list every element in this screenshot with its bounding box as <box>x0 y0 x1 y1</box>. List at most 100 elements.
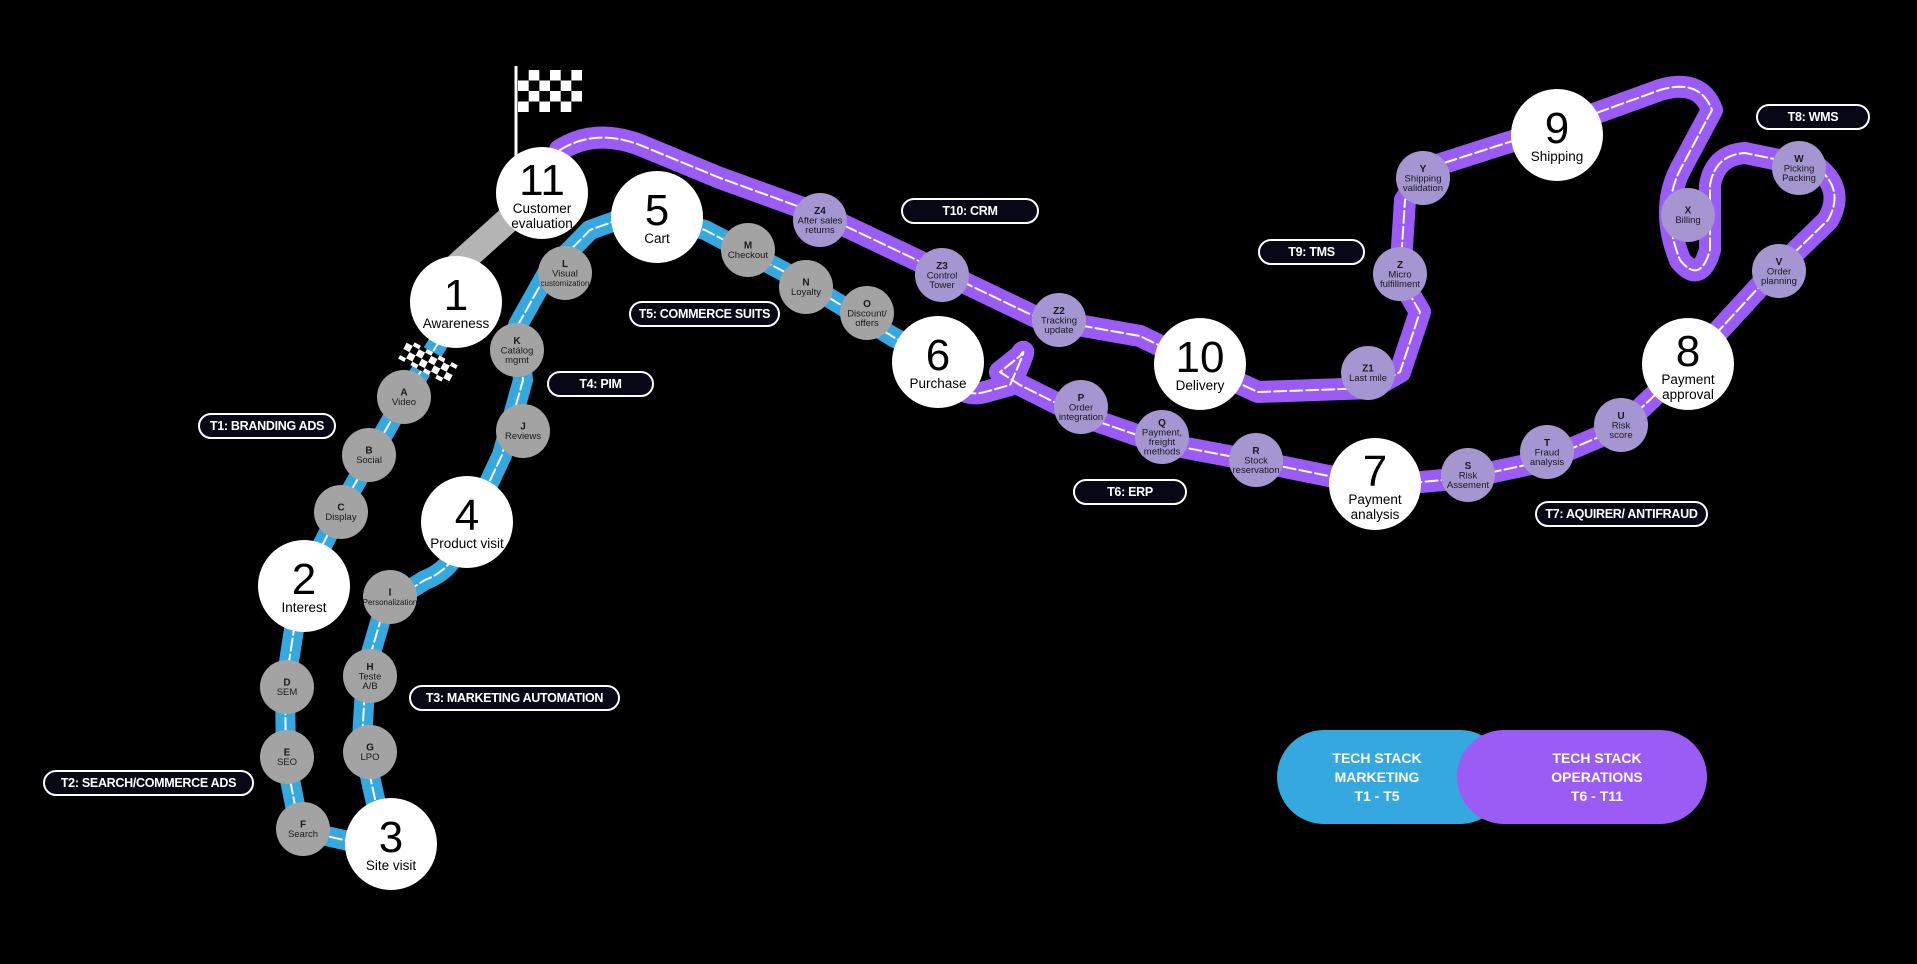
stop-label: After sales <box>798 215 843 226</box>
stop-label: Order <box>1767 266 1791 277</box>
stop-label: Catálog <box>501 345 534 356</box>
stop-circle <box>343 725 397 779</box>
stop-circle <box>779 260 833 314</box>
stop-label: Discount/ <box>847 308 887 319</box>
stop-label: SEO <box>277 757 297 768</box>
stop-label: Assement <box>1447 480 1490 491</box>
stop-label: analysis <box>1530 457 1565 468</box>
stop-code: Z2 <box>1053 306 1065 317</box>
milestone-circle <box>496 147 588 239</box>
stop-code: C <box>337 503 344 514</box>
milestone-circle <box>1511 89 1603 181</box>
stop-code: G <box>366 743 374 754</box>
stop-label: Social <box>356 455 382 466</box>
stop-label: update <box>1044 325 1073 336</box>
milestone-number: 11 <box>519 156 565 205</box>
milestone-number: 6 <box>926 331 950 380</box>
stop-code: A <box>400 388 407 399</box>
stop-circle <box>1032 293 1086 347</box>
stop-circle <box>1396 151 1450 205</box>
stop-circle <box>377 370 431 424</box>
stop-code: Q <box>1158 418 1166 429</box>
milestone-circle <box>1154 318 1246 410</box>
stop-circle <box>840 286 894 340</box>
stop-code: R <box>1252 446 1260 457</box>
stop-label: Teste <box>359 671 382 682</box>
stop-circle <box>260 730 314 784</box>
legend-marketing-line: TECH STACK <box>1332 749 1422 766</box>
stop-label: Fraud <box>1535 447 1560 458</box>
milestone-number: 2 <box>292 555 316 604</box>
stop-label: LPO <box>360 752 379 763</box>
stop-label: Packing <box>1782 173 1816 184</box>
stop-code: M <box>744 241 752 252</box>
stop-code: T <box>1544 438 1550 449</box>
stop-label: Personalization <box>363 598 418 607</box>
stop-label: returns <box>805 225 835 236</box>
stop-label: Reviews <box>505 431 541 442</box>
stop-circle <box>314 485 368 539</box>
stop-code: E <box>284 748 291 759</box>
milestone-label: Awareness <box>423 316 490 331</box>
stop-circle <box>363 570 417 624</box>
stop-code: J <box>520 422 526 433</box>
stop-circle <box>1135 410 1189 464</box>
stop-label: methods <box>1144 447 1181 458</box>
stop-label: planning <box>1761 276 1797 287</box>
stop-code: P <box>1078 393 1085 404</box>
stop-circle <box>1441 448 1495 502</box>
tag-t2-search-commerce-ads: T2: SEARCH/COMMERCE ADS <box>43 770 254 796</box>
stop-label: SEM <box>277 687 298 698</box>
stop-circle <box>1772 141 1826 195</box>
stop-label: Picking <box>1784 163 1815 174</box>
milestone-label: evaluation <box>511 216 573 231</box>
stop-label: Control <box>927 270 958 281</box>
milestone-circle <box>1329 438 1421 530</box>
milestone-circle <box>1642 318 1734 410</box>
milestone-circle <box>345 798 437 890</box>
stop-code: V <box>1776 257 1783 268</box>
stop-label: Risk <box>1612 420 1631 431</box>
milestone-label: Customer <box>513 201 572 216</box>
stop-circle <box>276 802 330 856</box>
legend-operations-line: TECH STACK <box>1552 749 1642 766</box>
milestone-number: 7 <box>1363 447 1387 496</box>
tag-t3-marketing-automation: T3: MARKETING AUTOMATION <box>409 685 620 711</box>
tag-t1-branding-ads: T1: BRANDING ADS <box>198 413 336 439</box>
milestone-label: Purchase <box>909 376 966 391</box>
stop-label: Tower <box>929 280 954 291</box>
stop-code: N <box>802 278 809 289</box>
stop-circle <box>538 246 592 300</box>
stop-circle <box>1594 398 1648 452</box>
stop-code: Z <box>1397 260 1403 271</box>
stop-circle <box>1373 247 1427 301</box>
stop-label: Billing <box>1675 215 1700 226</box>
stop-label: Risk <box>1459 470 1478 481</box>
milestone-number: 9 <box>1545 104 1569 153</box>
legend-marketing-line: MARKETING <box>1334 768 1420 785</box>
stop-code: Z4 <box>814 206 826 217</box>
stop-label: Payment, <box>1142 428 1182 439</box>
legend-marketing-line: T1 - T5 <box>1354 787 1400 804</box>
milestone-number: 1 <box>444 271 468 320</box>
milestone-circle <box>611 171 703 263</box>
start-line-checker <box>398 339 458 385</box>
